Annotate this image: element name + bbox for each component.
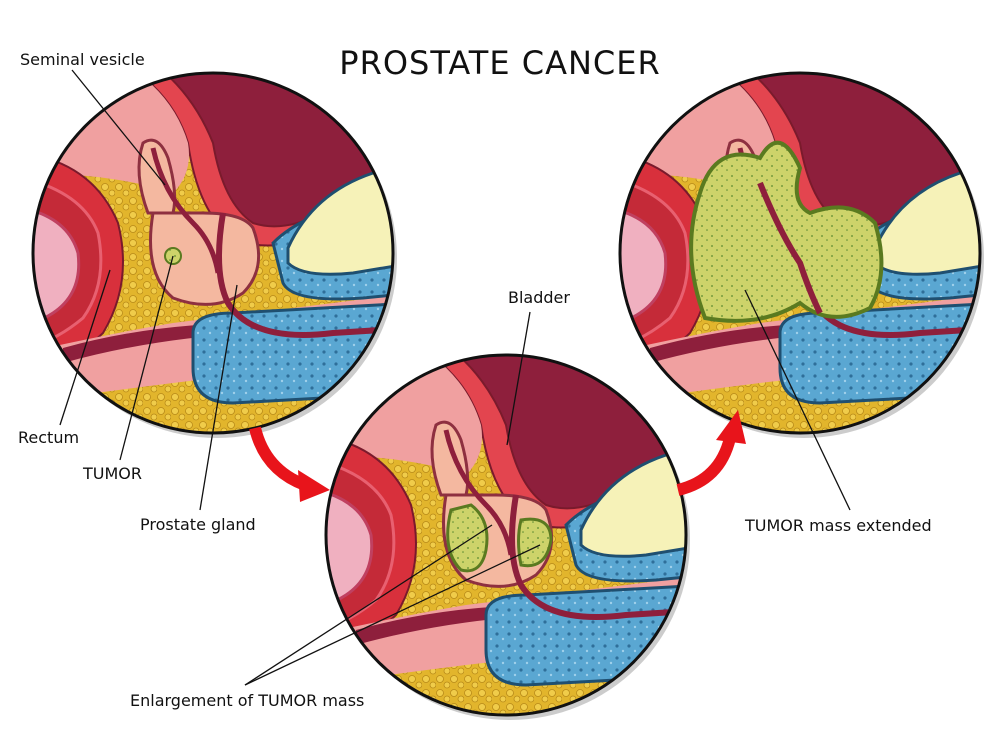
tumor-mass-right [517, 517, 553, 568]
arrow-stage2-to-3 [676, 410, 746, 496]
label-rectum: Rectum [18, 428, 80, 447]
arrow-stage1-to-2 [249, 426, 330, 502]
label-prostate-gland: Prostate gland [140, 515, 256, 534]
label-bladder: Bladder [508, 288, 570, 307]
label-tumor-mass-extended: TUMOR mass extended [745, 516, 932, 535]
label-enlargement-of-tumor-mass: Enlargement of TUMOR mass [130, 691, 365, 710]
stage-1-illustration [23, 63, 413, 443]
stage-2-illustration [316, 345, 706, 725]
label-tumor: TUMOR [83, 464, 142, 483]
extended-tumor-mass [689, 140, 884, 323]
leader-lines [59, 69, 851, 686]
tumor-mass-left [446, 503, 489, 573]
page-title: PROSTATE CANCER [339, 44, 661, 82]
stage-3-illustration [610, 63, 1000, 443]
label-seminal-vesicle: Seminal vesicle [20, 50, 145, 69]
